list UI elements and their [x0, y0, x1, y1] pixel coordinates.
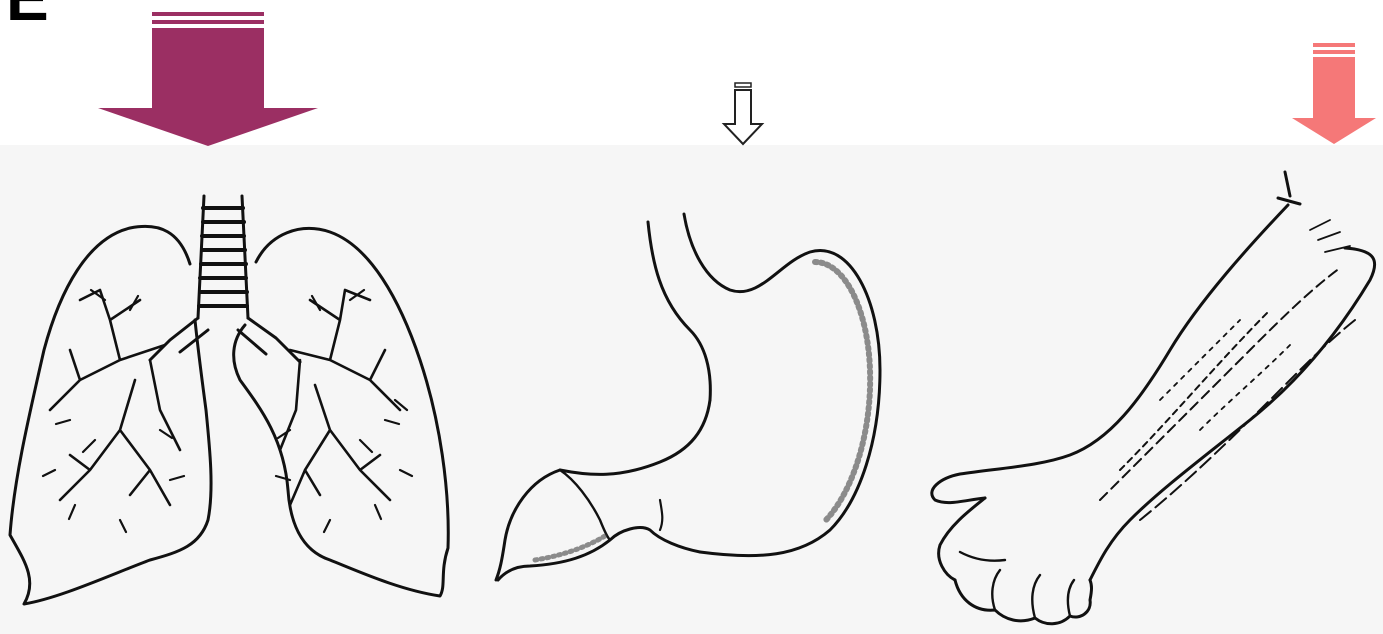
stomach-exposure-arrow	[724, 83, 762, 144]
illustration-band	[0, 145, 1383, 634]
skin-exposure-arrow	[1292, 43, 1376, 144]
lungs-exposure-arrow	[98, 12, 318, 146]
